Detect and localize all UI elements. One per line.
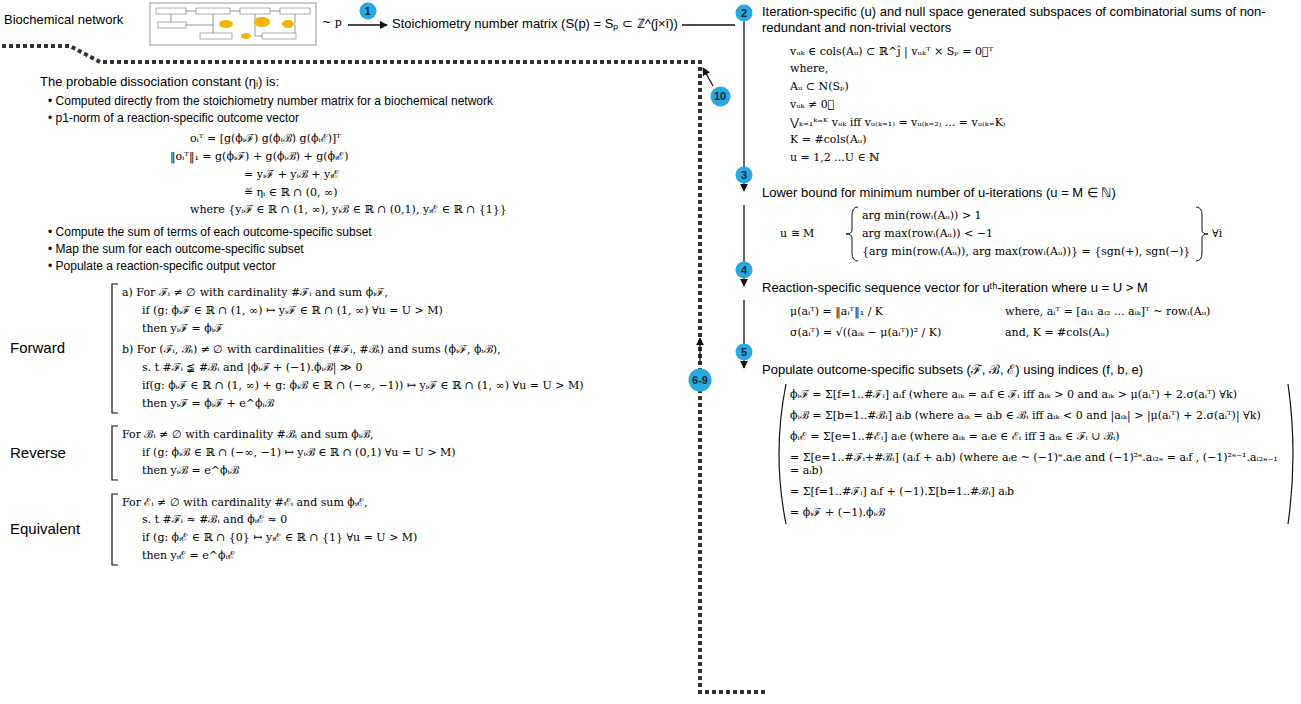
callout-number: 2 [741,8,747,19]
step-number-circle: 5 [735,343,753,361]
formula: u ≅ M [780,227,814,241]
formula: where, [790,62,828,76]
formula: if (g: ϕᵢℰ ∈ ℝ ∩ {0} ↦ yᵢℰ ∈ ℝ ∩ {1} ∀u … [142,531,417,545]
step-heading: Populate outcome-specific subsets (ℱ, ℬ,… [762,362,1143,378]
formula: σ(aᵢᵀ) = √((aᵢₖ − μ(aᵢᵀ))² / K) [790,326,941,340]
bullet-text: • p1-norm of a reaction-specific outcome… [48,111,299,126]
step-heading: Reaction-specific sequence vector for uᵗ… [762,280,1148,296]
formula: ∀i [1212,227,1222,241]
step-heading: Lower bound for minimum number of u-iter… [762,185,1116,201]
formula: s. t #ℱᵢ ≨ #ℬᵢ and |ϕᵢℱ + (−1).ϕᵢℬ| ≫ 0 [142,361,362,375]
formula: ~ p [322,16,342,30]
formula: then yᵢℰ = e^ϕᵢℰ [142,549,235,563]
formula: K = #cols(Aᵤ) [790,133,867,147]
step-heading: Iteration-specific (u) and null space ge… [762,4,1292,37]
formula: Aᵤ ⊂ N(Sₚ) [790,80,849,94]
formula: arg min(rowᵢ(Aᵤ)) > 1 [862,209,982,223]
formula: ⋁ₖ₌₁ᵏ⁼ᴷ vᵤₖ iff vᵤ₍ₖ₌₁₎ = vᵤ₍ₖ₌₂₎ ... = … [790,116,1006,130]
formula: b) For (ℱᵢ, ℬᵢ) ≠ ∅ with cardinalities (… [122,343,501,357]
parenthesis [779,384,786,524]
formula: = Σ[e=1..#ℱᵢ+#ℬᵢ] (aᵢf + aᵢb) (where aᵢe… [790,451,1282,479]
flow-line [682,24,735,25]
bullet-text: • Populate a reaction-specific output ve… [48,259,276,274]
direction-label: Forward [10,339,65,358]
formula: then yᵢℬ = e^ϕᵢℬ [142,464,239,478]
formula: u = 1,2 ...U ∈ ℕ [790,151,879,165]
formula: vᵤₖ ≠ 0⃗ [790,98,834,112]
bracket [112,426,118,480]
feedback-dotted-line [0,46,765,692]
step-number-circle: 3 [735,166,753,184]
step-heading: Biochemical network [4,12,123,28]
formula: For ℬᵢ ≠ ∅ with cardinality #ℬᵢ and sum … [122,428,374,442]
direction-label: Reverse [10,444,66,463]
formula: if (g: ϕᵢℬ ∈ ℝ ∩ (−∞, −1) ↦ yᵢℬ ∈ ℝ ∩ (0… [142,446,456,460]
bracket [112,284,118,413]
step-number-circle: 6-9 [688,368,712,392]
step-heading: Stoichiometry number matrix (S(p) = Sₚ ⊂… [392,16,678,32]
step-number-circle: 10 [710,86,731,107]
formula: = Σ[f=1..#ℱᵢ] aᵢf + (−1).Σ[b=1..#ℬᵢ] aᵢb [790,485,1014,499]
formula: oᵢᵀ = [g(ϕᵢℱ) g(ϕᵢℬ) g(ϕᵢℰ)]ᵀ [190,132,341,146]
step-number-circle: 1 [359,2,377,20]
bullet-text: • Map the sum for each outcome-specific … [48,242,304,257]
callout-number: 10 [714,91,726,102]
callout-number: 1 [364,6,370,17]
callout-number: 5 [741,347,747,358]
brace [846,207,858,261]
formula: ϕᵢℰ = Σ[e=1..#ℰᵢ] aᵢe (where aᵢₖ = aᵢe ∈… [790,430,1120,444]
formula: μ(aᵢᵀ) = ‖aᵢᵀ‖₁ / K [790,305,883,319]
direction-label: Equivalent [10,520,80,539]
step-number-circle: 2 [735,4,753,22]
flow-arrow [703,68,713,86]
formula: For ℰᵢ ≠ ∅ with cardinality #ℰᵢ and sum … [122,496,368,510]
flow-arrow [743,21,744,191]
formula: ≝ ηᵢ ∈ ℝ ∩ (0, ∞) [244,186,338,200]
callout-number: 4 [741,265,747,276]
formula: = ϕᵢℱ + (−1).ϕᵢℬ [790,506,885,520]
formula: ϕᵢℬ = Σ[b=1..#ℬᵢ] aᵢb (where aᵢₖ = aᵢb ∈… [790,409,1261,423]
step-heading: The probable dissociation constant (ηᵢ) … [40,74,279,90]
formula: arg max(rowᵢ(Aᵤ)) < −1 [862,227,993,241]
network-illustration [150,3,316,45]
formula: = yᵢℱ + yᵢℬ + yᵢℰ [244,168,339,182]
flow-arrow [699,338,700,364]
formula: where {yᵢℱ ∈ ℝ ∩ (1, ∞), yᵢℬ ∈ ℝ ∩ (0,1)… [190,203,507,217]
flow-arrow [348,24,387,25]
formula: s. t #ℱᵢ ≈ #ℬᵢ and ϕᵢℰ ≈ 0 [142,513,287,527]
step-number-circle: 4 [735,261,753,279]
formula: ϕᵢℱ = Σ[f=1..#ℱᵢ] aᵢf (where aᵢₖ = aᵢf ∈… [790,388,1237,402]
brace [1196,207,1208,261]
formula: and, K = #cols(Aᵤ) [1005,326,1109,340]
bullet-text: • Compute the sum of terms of each outco… [48,225,372,240]
formula: then yᵢℱ = ϕᵢℱ + e^ϕᵢℬ [142,397,274,411]
formula: ‖oᵢᵀ‖₁ = g(ϕᵢℱ) + g(ϕᵢℬ) + g(ϕᵢℰ) [170,150,349,164]
bullet-text: • Computed directly from the stoichiomet… [48,94,493,109]
callout-number: 6-9 [692,375,708,386]
formula: {arg min(rowᵢ(Aᵤ)), arg max(rowᵢ(Aᵤ))} =… [862,245,1190,259]
bracket [112,494,118,565]
callout-number: 3 [741,170,747,181]
formula: if(g: ϕᵢℱ ∈ ℝ ∩ (1, ∞) + g: ϕᵢℬ ∈ ℝ ∩ (−… [142,379,584,393]
formula: a) For ℱᵢ ≠ ∅ with cardinality #ℱᵢ and s… [122,286,388,300]
formula: vᵤₖ ∈ cols(Aᵤ) ⊂ ℝ^ĵ | vᵤₖᵀ × Sₚ = 0⃗ᵀ [790,45,993,59]
formula: then yᵢℱ = ϕᵢℱ [142,322,223,336]
formula: where, aᵢᵀ = [aᵢ₁ aᵢ₂ ... aᵢₖ]ᵀ ~ rowᵢ(A… [1005,305,1210,319]
parenthesis [1288,384,1293,524]
formula: if (g: ϕᵢℱ ∈ ℝ ∩ (1, ∞) ↦ yᵢℱ ∈ ℝ ∩ (1, … [142,304,443,318]
